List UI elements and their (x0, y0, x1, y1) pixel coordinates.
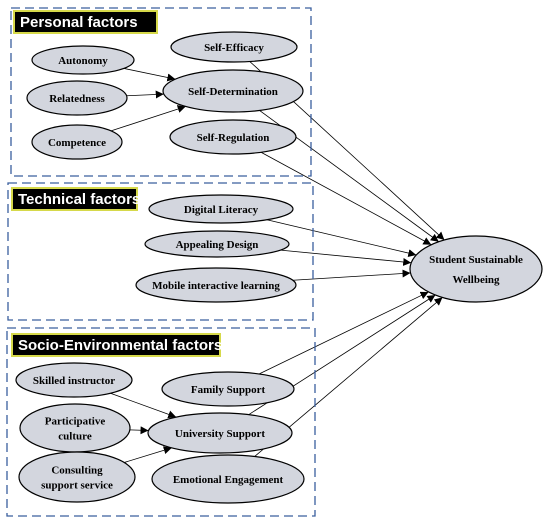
node-shape (147, 412, 293, 454)
node-label: Family Support (191, 384, 266, 396)
node-shape (162, 69, 304, 113)
node-label: University Support (175, 428, 265, 440)
node-emotional-engagement: Emotional Engagement (151, 454, 305, 504)
edge-consulting_service-to-university_support (124, 446, 172, 463)
node-self-efficacy: Self-Efficacy (170, 31, 298, 63)
node-label: Relatedness (49, 93, 105, 105)
group-title: Technical factors (18, 191, 140, 208)
node-autonomy: Autonomy (31, 45, 135, 75)
group-title: Socio-Environmental factors (18, 337, 222, 354)
edge-appealing_design-to-wellbeing (280, 249, 412, 266)
node-label: support service (41, 480, 113, 492)
node-label: Self-Determination (188, 86, 278, 98)
node-competence: Competence (31, 124, 123, 160)
group-border (7, 182, 314, 321)
edge-digital_literacy-to-wellbeing (266, 219, 417, 258)
node-label: Self-Efficacy (204, 42, 264, 54)
node-mobile-learning: Mobile interactive learning (135, 267, 297, 303)
node-family-support: Family Support (161, 371, 295, 407)
group-title-tab (13, 10, 158, 34)
group-border (6, 327, 316, 517)
edge-family_support-to-wellbeing (258, 291, 429, 375)
group-personal: Personal factors (10, 7, 312, 177)
group-socio: Socio-Environmental factors (6, 327, 316, 517)
node-shape (31, 124, 123, 160)
node-label: Wellbeing (452, 274, 500, 286)
node-label: Autonomy (58, 55, 108, 67)
group-title-tab (11, 187, 138, 211)
node-self-determination: Self-Determination (162, 69, 304, 113)
node-shape (151, 454, 305, 504)
node-appealing-design: Appealing Design (144, 230, 290, 258)
node-label: Mobile interactive learning (152, 280, 280, 292)
node-shape (15, 362, 133, 398)
node-label: Appealing Design (176, 239, 259, 251)
node-label: Emotional Engagement (173, 474, 284, 486)
node-relatedness: Relatedness (26, 80, 128, 116)
node-label: Digital Literacy (184, 204, 259, 216)
node-shape (409, 235, 543, 303)
node-shape (148, 194, 294, 224)
node-shape (31, 45, 135, 75)
group-technical: Technical factors (7, 182, 314, 321)
edge-self_regulation-to-wellbeing (260, 151, 432, 246)
node-label: Student Sustainable (429, 254, 523, 266)
node-label: Self-Regulation (197, 132, 270, 144)
node-shape (18, 451, 136, 503)
node-shape (170, 31, 298, 63)
node-label: culture (58, 431, 92, 443)
node-shape (135, 267, 297, 303)
node-participative-culture: Participative culture (19, 403, 131, 453)
node-skilled-instructor: Skilled instructor (15, 362, 133, 398)
node-label: Skilled instructor (33, 375, 115, 387)
node-consulting-service: Consulting support service (18, 451, 136, 503)
edge-participative_culture-to-university_support (129, 426, 149, 435)
node-shape (161, 371, 295, 407)
node-shape (169, 119, 297, 155)
node-label: Consulting (51, 465, 103, 477)
group-title: Personal factors (20, 14, 138, 31)
edge-skilled_instructor-to-university_support (110, 392, 177, 419)
edge-mobile_learning-to-wellbeing (292, 269, 411, 281)
node-label: Participative (45, 416, 106, 428)
edge-autonomy-to-self_determination (123, 68, 176, 82)
group-title-tab (11, 333, 221, 357)
node-university-support: University Support (147, 412, 293, 454)
node-shape (19, 403, 131, 453)
node-self-regulation: Self-Regulation (169, 119, 297, 155)
node-shape (144, 230, 290, 258)
edge-relatedness-to-self_determination (126, 90, 164, 99)
edges-layer (110, 61, 445, 463)
node-label: Competence (48, 137, 106, 149)
node-digital-literacy: Digital Literacy (148, 194, 294, 224)
group-border (10, 7, 312, 177)
edge-competence-to-self_determination (110, 105, 186, 132)
node-shape (26, 80, 128, 116)
